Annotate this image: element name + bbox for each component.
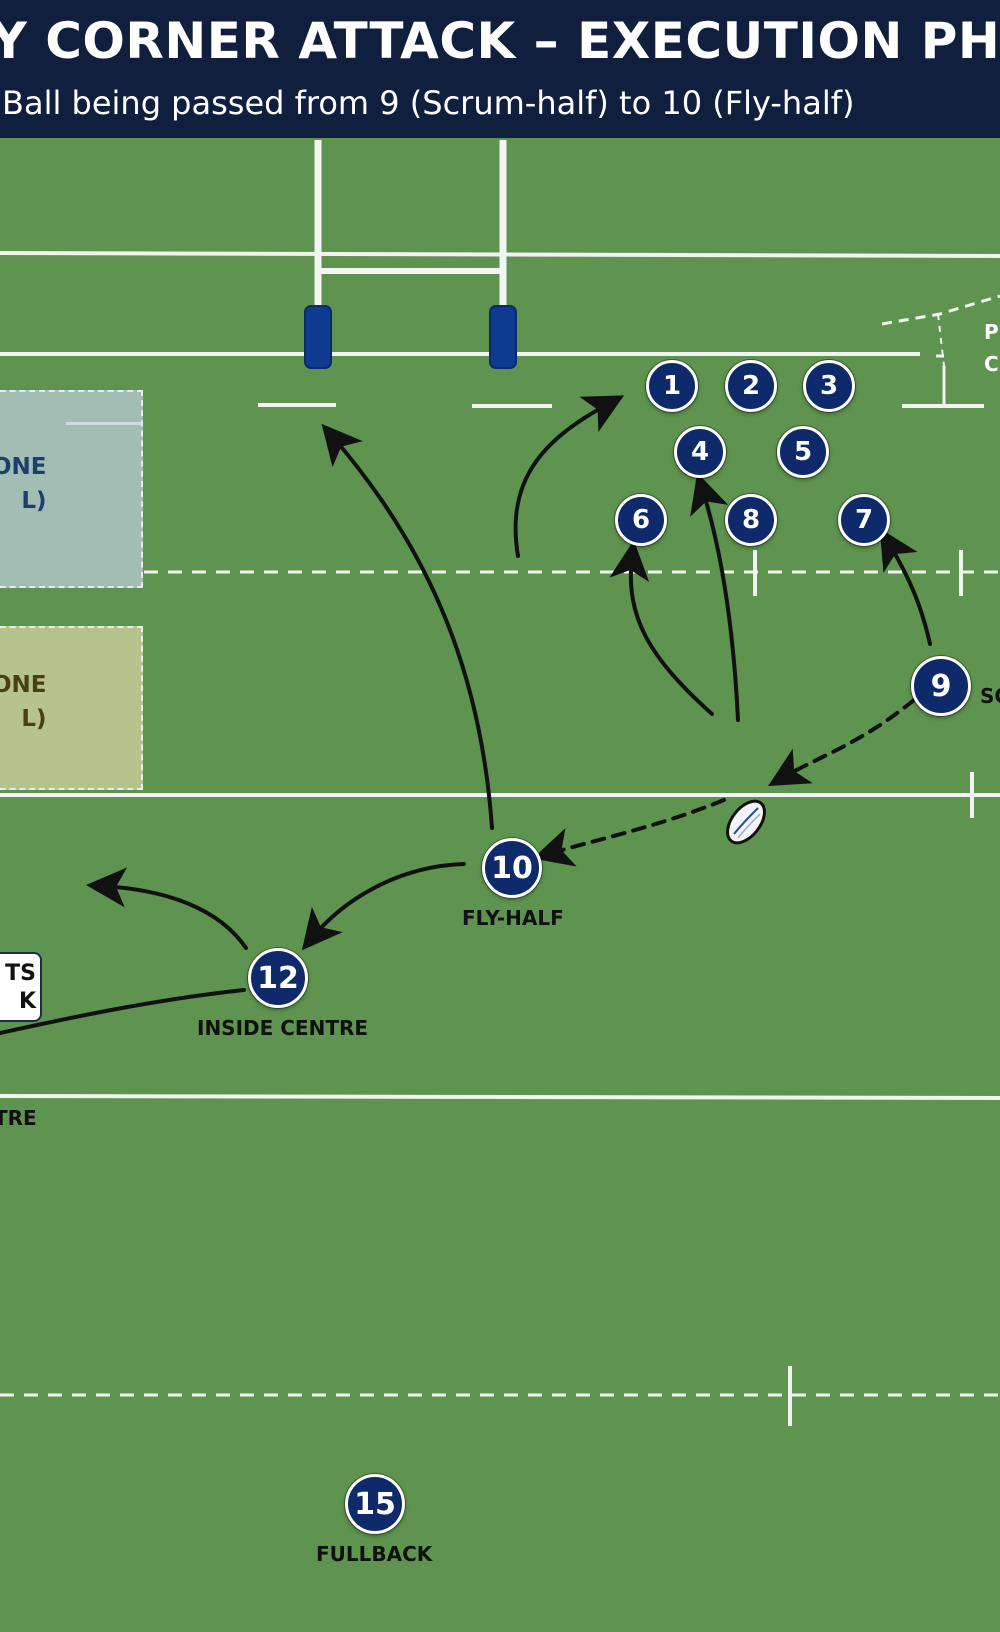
rugby-pitch: ONE L) ONE L) P C 1 2 3 4 5 6 8 7 9 SC 1… [0, 138, 1000, 1632]
player-10: 10 [482, 838, 542, 898]
target-zone-bottom: ONE L) [0, 626, 143, 790]
diagram-title: TY CORNER ATTACK – EXECUTION PHA [0, 12, 1000, 70]
run-arrow [301, 862, 466, 951]
corner-dashed-line [937, 313, 945, 367]
player-2: 2 [725, 360, 777, 412]
edge-label: TRE [0, 1106, 37, 1130]
pass-arrow [768, 698, 916, 787]
player-12-label: INSIDE CENTRE [197, 1016, 369, 1040]
player-8: 8 [725, 494, 777, 546]
run-arrow [513, 395, 625, 558]
player-15-label: FULLBACK [316, 1542, 433, 1566]
player-10-label: FLY-HALF [462, 906, 564, 930]
player-3: 3 [803, 360, 855, 412]
zone-divider [66, 422, 141, 425]
player-5: 5 [777, 426, 829, 478]
player-6: 6 [615, 494, 667, 546]
corner-dashed-line [881, 294, 1000, 326]
rugby-ball-icon [726, 799, 766, 845]
diagram-subtitle: Ball being passed from 9 (Scrum-half) to… [2, 84, 855, 122]
player-15: 15 [345, 1474, 405, 1534]
run-arrow [0, 988, 246, 1035]
zone-label: ONE L) [0, 454, 47, 514]
pass-arrow [532, 798, 726, 867]
field-line [0, 1094, 1000, 1100]
player-12: 12 [248, 948, 308, 1008]
target-zone-top: ONE L) [0, 390, 143, 588]
run-arrow [321, 423, 494, 830]
goal-posts [304, 140, 517, 369]
player-1: 1 [646, 360, 698, 412]
callout-text: TS K [5, 961, 36, 1014]
player-9: 9 [911, 656, 971, 716]
pitch-markings [0, 140, 1000, 1426]
header-banner: TY CORNER ATTACK – EXECUTION PHA Ball be… [0, 0, 1000, 138]
run-arrow [690, 472, 740, 722]
player-9-label: SC [980, 684, 1000, 708]
corner-label: P C [984, 320, 999, 376]
player-4: 4 [674, 426, 726, 478]
run-arrow [609, 540, 714, 716]
callout-box: TS K [0, 952, 42, 1022]
player-7: 7 [838, 494, 890, 546]
run-arrow [879, 528, 932, 646]
zone-label: ONE L) [0, 672, 47, 732]
run-arrow [86, 867, 248, 950]
